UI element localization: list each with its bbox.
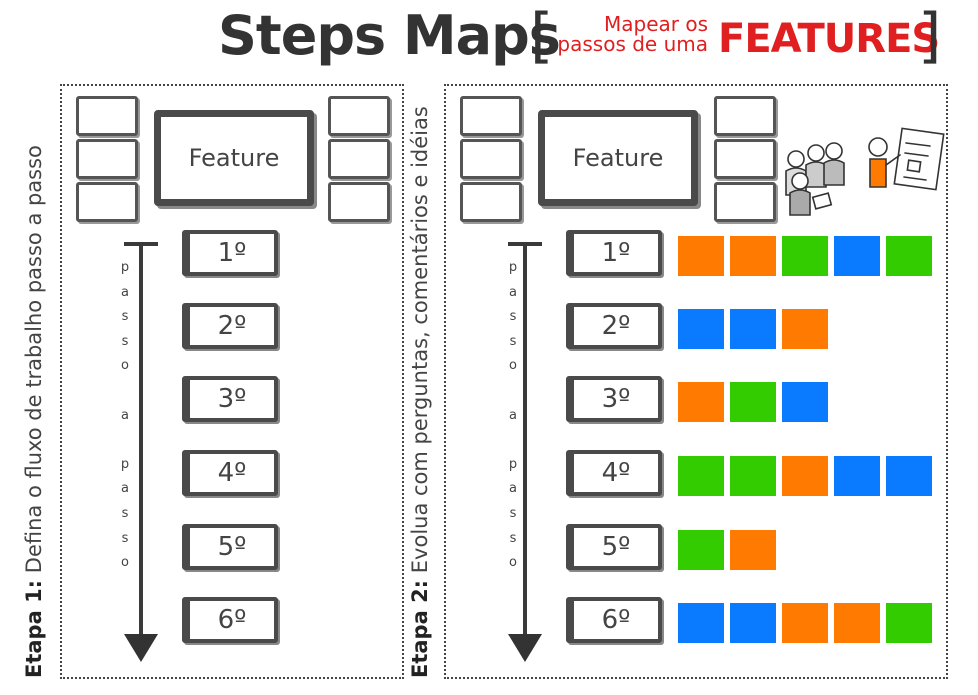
- sticky-card-green: [886, 603, 932, 643]
- stage2-note-left-3: [460, 182, 522, 222]
- sticky-card-blue: [834, 456, 880, 496]
- sticky-card-blue: [678, 603, 724, 643]
- stage1-note-right-3: [328, 182, 390, 222]
- flow-letter: [118, 379, 132, 404]
- flow-letter: a: [121, 481, 129, 497]
- flow-letter: s: [121, 530, 129, 546]
- stage1-feature-label: Feature: [188, 144, 280, 172]
- sticky-card-green: [730, 456, 776, 496]
- stage1-step-5: 5º: [182, 524, 278, 570]
- stage1-note-right-1: [328, 96, 390, 136]
- flow-letter: a: [509, 284, 517, 300]
- stage2-note-right-2: [714, 139, 776, 179]
- sticky-card-blue: [782, 382, 828, 422]
- flow-letter: p: [508, 260, 518, 275]
- sticky-card-green: [782, 236, 828, 276]
- stage2-step-3: 3º: [566, 376, 662, 422]
- bracket-close: ]: [918, 1, 942, 71]
- stage2-step-5: 5º: [566, 524, 662, 570]
- stage2-note-right-1: [714, 96, 776, 136]
- stage1-note-right-2: [328, 139, 390, 179]
- stage1-side-label: Etapa 1: Defina o fluxo de trabalho pass…: [22, 145, 46, 678]
- sticky-card-orange: [678, 382, 724, 422]
- stage2-feature-box: Feature: [538, 110, 698, 206]
- flow-letter: [118, 428, 132, 453]
- flow-letter: o: [509, 555, 517, 571]
- stage2-panel: [444, 84, 948, 679]
- subtitle-line1: Mapear os: [603, 12, 708, 36]
- stage2-step-1: 1º: [566, 230, 662, 276]
- sticky-card-orange: [730, 530, 776, 570]
- people-discussing-icon: [785, 127, 945, 216]
- stage2-arrow-head: [508, 634, 542, 662]
- sticky-card-orange: [782, 456, 828, 496]
- stage2-feature-label: Feature: [572, 144, 664, 172]
- stage1-note-left-3: [76, 182, 138, 222]
- stage2-note-left-1: [460, 96, 522, 136]
- stage2-side-label: Etapa 2: Evolua com perguntas, comentári…: [408, 106, 432, 678]
- sticky-card-green: [678, 456, 724, 496]
- stage2-step-4: 4º: [566, 450, 662, 496]
- stage1-label-prefix: Etapa 1:: [22, 579, 46, 678]
- bracket-open: [: [530, 1, 554, 71]
- stage1-step-3: 3º: [182, 376, 278, 422]
- flow-letter: [506, 379, 520, 404]
- stage2-arrow-line: [523, 244, 527, 636]
- stage1-arrow-line: [139, 244, 143, 636]
- subtitle-line2: passos de uma: [557, 32, 708, 56]
- flow-letter: [506, 428, 520, 453]
- stage2-step-6: 6º: [566, 597, 662, 643]
- flow-letter: s: [121, 309, 129, 325]
- sticky-card-orange: [782, 309, 828, 349]
- flow-letter: a: [121, 407, 129, 423]
- flow-letter: a: [509, 481, 517, 497]
- stage1-label-text: Defina o fluxo de trabalho passo a passo: [22, 145, 46, 580]
- flow-letter: s: [509, 333, 517, 349]
- stage1-step-2: 2º: [182, 303, 278, 349]
- flow-letter: p: [120, 456, 130, 472]
- stage2-note-left-2: [460, 139, 522, 179]
- sticky-card-orange: [834, 603, 880, 643]
- stage1-step-4: 4º: [182, 450, 278, 496]
- stage2-label-text: Evolua com perguntas, comentários e idéi…: [408, 106, 432, 580]
- stage1-note-left-2: [76, 139, 138, 179]
- subtitle: Mapear os passos de uma: [548, 14, 708, 54]
- stage1-feature-box: Feature: [154, 110, 314, 206]
- stage1-step-6: 6º: [182, 597, 278, 643]
- sticky-card-green: [730, 382, 776, 422]
- sticky-card-blue: [730, 309, 776, 349]
- flow-letter: o: [121, 555, 129, 571]
- sticky-card-orange: [678, 236, 724, 276]
- flow-letter: a: [509, 407, 517, 423]
- stage2-step-2: 2º: [566, 303, 662, 349]
- sticky-card-orange: [782, 603, 828, 643]
- flow-letter: s: [121, 333, 129, 349]
- stage1-step-1: 1º: [182, 230, 278, 276]
- stage1-note-left-1: [76, 96, 138, 136]
- flow-letter: o: [509, 358, 517, 374]
- sticky-card-blue: [678, 309, 724, 349]
- flow-letter: o: [121, 358, 129, 374]
- sticky-card-green: [678, 530, 724, 570]
- sticky-card-blue: [834, 236, 880, 276]
- stage1-panel: [60, 84, 404, 679]
- subtitle-emphasis: FEATURES: [718, 16, 940, 62]
- sticky-card-blue: [730, 603, 776, 643]
- flow-letter: s: [509, 530, 517, 546]
- stage2-note-right-3: [714, 182, 776, 222]
- sticky-card-blue: [886, 456, 932, 496]
- flow-letter: p: [508, 456, 518, 472]
- sticky-card-orange: [730, 236, 776, 276]
- flow-letter: s: [509, 505, 517, 521]
- page-title: Steps Maps: [218, 4, 561, 67]
- flow-letter: p: [120, 260, 130, 275]
- sticky-card-green: [886, 236, 932, 276]
- flow-letter: a: [121, 284, 129, 300]
- stage2-label-prefix: Etapa 2:: [408, 579, 432, 678]
- stage1-arrow-head: [124, 634, 158, 662]
- flow-letter: s: [121, 505, 129, 521]
- flow-letter: s: [509, 309, 517, 325]
